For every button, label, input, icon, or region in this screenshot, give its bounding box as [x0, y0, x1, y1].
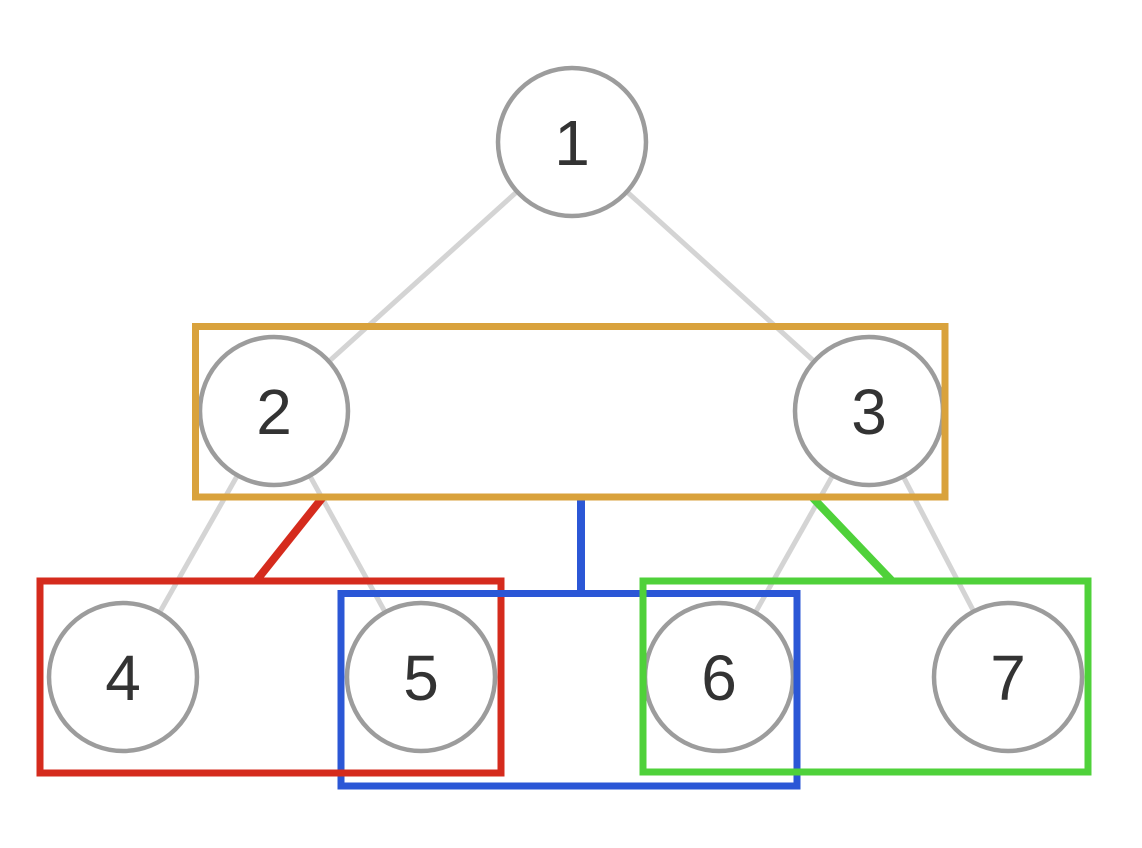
- tree-node-label-7: 7: [990, 642, 1026, 714]
- tree-node-label-5: 5: [403, 642, 439, 714]
- connector-green: [809, 494, 895, 584]
- tree-node-label-1: 1: [554, 107, 590, 179]
- tree-node-label-6: 6: [701, 642, 737, 714]
- tree-node-label-2: 2: [256, 376, 292, 448]
- tree-node-7: [931, 600, 1085, 754]
- group-box-green: [639, 577, 1092, 776]
- tree-node-2: [197, 334, 351, 488]
- tree-node-1: [495, 65, 649, 219]
- group-box-orange: [192, 323, 949, 501]
- tree-node-label-3: 3: [851, 376, 887, 448]
- tree-node-label-4: 4: [105, 642, 141, 714]
- tree-node-5: [344, 600, 498, 754]
- tree-node-4: [46, 600, 200, 754]
- connector-red: [252, 494, 327, 584]
- group-box-blue: [337, 590, 801, 790]
